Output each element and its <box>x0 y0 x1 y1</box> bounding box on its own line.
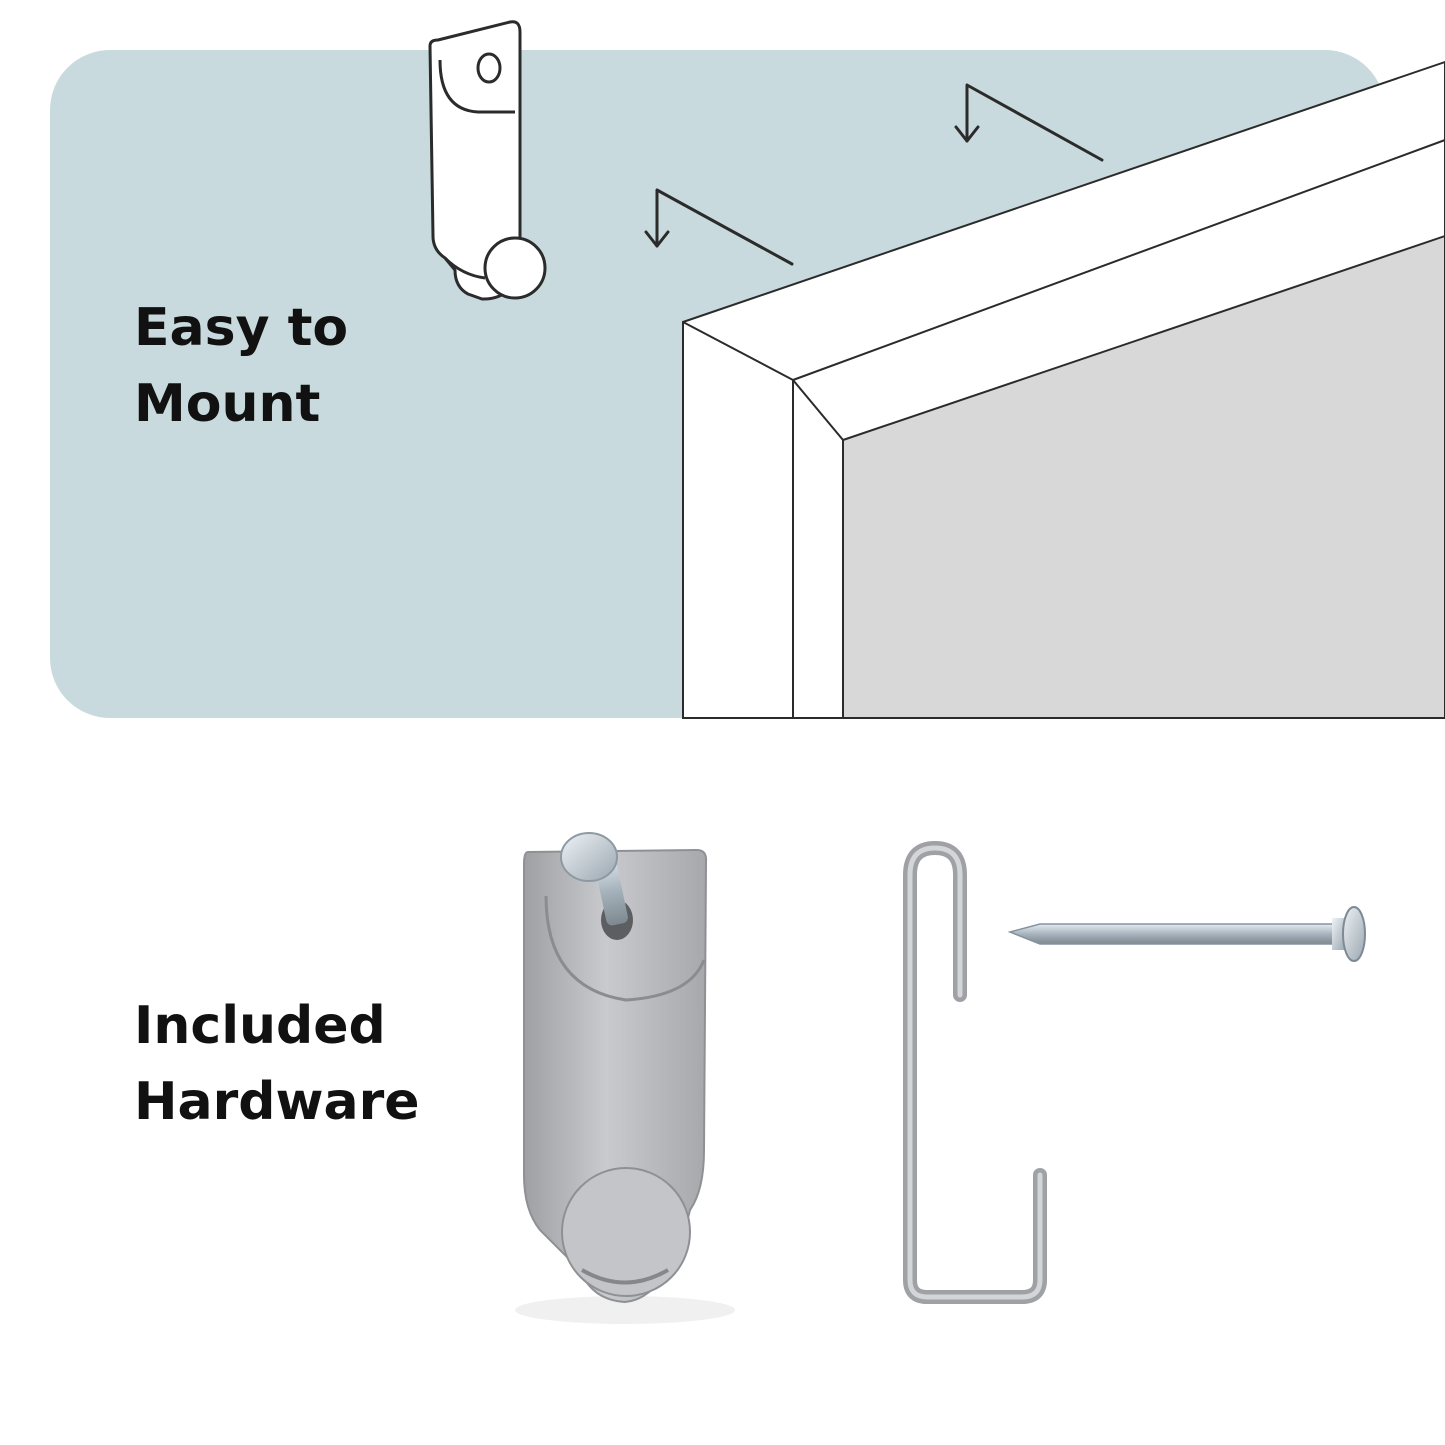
easy-to-mount-heading: Easy to Mount <box>134 290 348 442</box>
heading-line: Hardware <box>134 1072 420 1132</box>
heading-line: Easy to <box>134 298 349 358</box>
frame-clip-hook-icon <box>903 841 1047 1304</box>
nail-icon <box>1007 906 1366 962</box>
heading-line: Mount <box>134 374 321 434</box>
heading-line: Included <box>134 996 386 1056</box>
down-arrow-icon <box>644 188 794 266</box>
frame-corner-icon <box>682 60 1445 719</box>
down-arrow-icon <box>954 83 1104 162</box>
sawtooth-hanger-icon <box>428 20 547 301</box>
sawtooth-hanger-with-nail-icon <box>515 832 735 1324</box>
included-hardware-heading: Included Hardware <box>134 988 420 1140</box>
